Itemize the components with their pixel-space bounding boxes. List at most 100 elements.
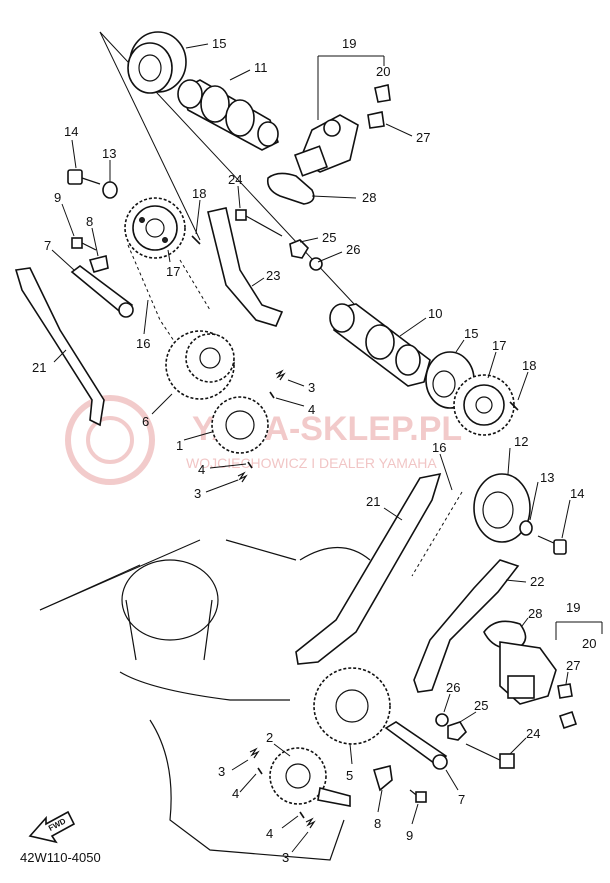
idler-gear-6 xyxy=(165,330,235,400)
chain-guide-22 xyxy=(413,559,520,693)
callout-24: 24 xyxy=(228,172,242,187)
callout-2: 2 xyxy=(266,730,273,745)
fwd-arrow: FWD xyxy=(28,810,76,844)
callout-14: 14 xyxy=(570,486,584,501)
callout-16: 16 xyxy=(136,336,150,351)
pin-18-lower xyxy=(509,401,519,411)
sprocket-12 xyxy=(473,473,531,543)
cam-sprocket-17-lower xyxy=(453,374,515,436)
pin-4-a xyxy=(269,391,275,399)
callout-4: 4 xyxy=(266,826,273,841)
callout-7: 7 xyxy=(458,792,465,807)
cam-chain-16-upper xyxy=(127,244,181,351)
spring-3-d xyxy=(305,817,316,829)
bolt-24-upper xyxy=(235,209,283,237)
callout-18: 18 xyxy=(192,186,206,201)
bolt-14-lower xyxy=(537,535,567,555)
callout-3: 3 xyxy=(218,764,225,779)
callout-15: 15 xyxy=(464,326,478,341)
camshaft-11 xyxy=(177,79,279,151)
pin-18-upper xyxy=(191,235,201,245)
callout-9: 9 xyxy=(406,828,413,843)
screw-27-lower xyxy=(557,683,573,699)
callout-24: 24 xyxy=(526,726,540,741)
chain-guide-21-lower xyxy=(295,472,442,665)
bolt-9-lower xyxy=(409,789,427,803)
callout-7: 7 xyxy=(44,238,51,253)
callout-25: 25 xyxy=(474,698,488,713)
callout-17: 17 xyxy=(166,264,180,279)
gasket-28-lower xyxy=(483,620,527,650)
callout-19: 19 xyxy=(342,36,356,51)
shaft-7-upper xyxy=(70,265,134,318)
gear-2 xyxy=(269,747,351,807)
callout-22: 22 xyxy=(530,574,544,589)
callout-20: 20 xyxy=(582,636,596,651)
spring-3-b xyxy=(237,471,248,483)
cam-chain-16-lower xyxy=(411,491,463,577)
callout-4: 4 xyxy=(198,462,205,477)
callout-28: 28 xyxy=(362,190,376,205)
lock-plate-8-lower xyxy=(372,765,393,792)
diagram-code: 42W110-4050 xyxy=(20,850,101,865)
gasket-28-upper xyxy=(266,172,315,205)
bolt-20-lower xyxy=(558,710,578,730)
callout-8: 8 xyxy=(86,214,93,229)
callout-11: 11 xyxy=(254,60,268,75)
chain-guide-23 xyxy=(207,207,284,327)
watermark: YAMA-SKLEP.PL WOJCIECHOWICZ I DEALER YAM… xyxy=(65,395,462,485)
callout-13: 13 xyxy=(102,146,116,161)
callout-19: 19 xyxy=(566,600,580,615)
callout-21: 21 xyxy=(366,494,380,509)
callout-17: 17 xyxy=(492,338,506,353)
callout-10: 10 xyxy=(428,306,442,321)
gear-1 xyxy=(211,396,269,454)
callouts: 15 11 19 20 27 28 14 13 9 8 7 18 24 25 2… xyxy=(32,36,603,865)
watermark-subtitle: WOJCIECHOWICZ I DEALER YAMAHA xyxy=(186,455,437,471)
callout-14: 14 xyxy=(64,124,78,139)
idler-gear-5 xyxy=(313,667,391,745)
chain-guide-21-upper xyxy=(14,267,105,427)
callout-27: 27 xyxy=(566,658,580,673)
callout-6: 6 xyxy=(142,414,149,429)
bearing-15 xyxy=(127,31,187,94)
pin-4-c xyxy=(257,767,263,775)
callout-3: 3 xyxy=(282,850,289,865)
cam-sprocket-17-upper xyxy=(124,197,186,259)
callout-25: 25 xyxy=(322,230,336,245)
washer-26-upper xyxy=(309,257,323,271)
callout-5: 5 xyxy=(346,768,353,783)
callout-3: 3 xyxy=(194,486,201,501)
callout-1: 1 xyxy=(176,438,183,453)
callout-26: 26 xyxy=(346,242,360,257)
callout-4: 4 xyxy=(232,786,239,801)
callout-23: 23 xyxy=(266,268,280,283)
callout-13: 13 xyxy=(540,470,554,485)
chain-tensioner-19-lower xyxy=(499,641,557,705)
callout-26: 26 xyxy=(446,680,460,695)
callout-15: 15 xyxy=(212,36,226,51)
bolt-9-upper xyxy=(71,237,97,251)
callout-8: 8 xyxy=(374,816,381,831)
callout-16: 16 xyxy=(432,440,446,455)
callout-9: 9 xyxy=(54,190,61,205)
callout-27: 27 xyxy=(416,130,430,145)
bolt-24-lower xyxy=(465,743,515,769)
callout-3: 3 xyxy=(308,380,315,395)
watermark-logo xyxy=(65,395,155,485)
camshaft-10 xyxy=(329,303,431,387)
chain-tensioner-19-upper xyxy=(293,84,391,177)
pin-4-b xyxy=(247,461,253,469)
spring-3-c xyxy=(249,747,260,759)
shaft-7-lower xyxy=(384,721,448,770)
lock-plate-8-upper xyxy=(88,255,109,273)
callout-20: 20 xyxy=(376,64,390,79)
bolt-14-upper xyxy=(67,169,101,185)
spring-3-a xyxy=(275,369,286,381)
crankcase-outline xyxy=(119,539,371,861)
callout-28: 28 xyxy=(528,606,542,621)
washer-13-upper xyxy=(102,181,118,199)
callout-18: 18 xyxy=(522,358,536,373)
pin-4-d xyxy=(299,811,305,819)
